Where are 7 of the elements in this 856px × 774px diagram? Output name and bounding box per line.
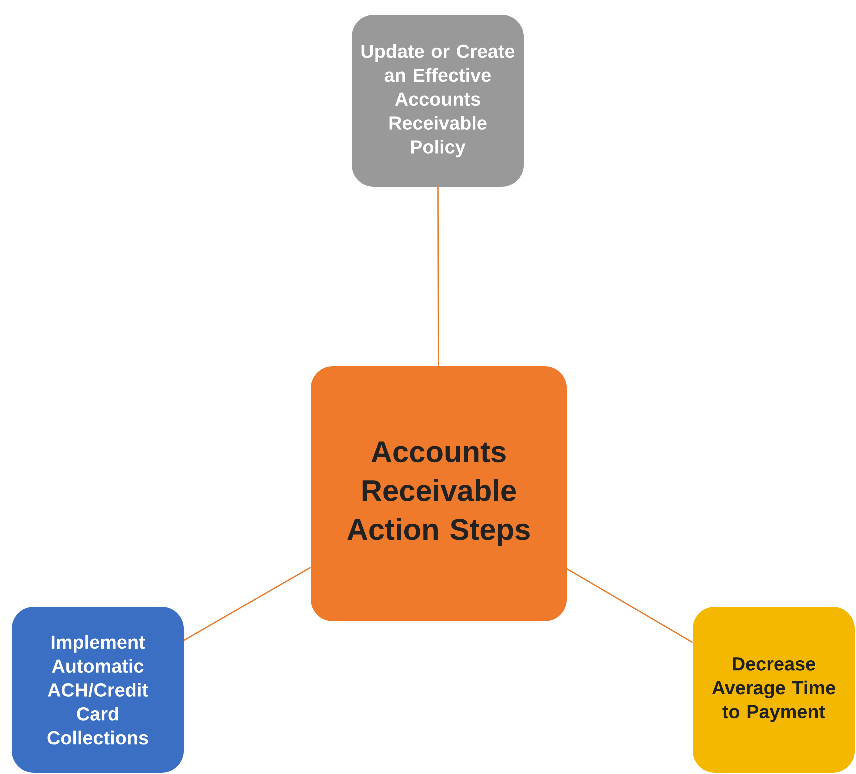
step-box: Implement Automatic ACH/Credit Card Collections <box>12 607 184 773</box>
connector-line <box>438 187 440 366</box>
step-box: Update or Create an Effective Accounts Receivable Policy <box>352 15 524 187</box>
connector-line <box>184 567 312 642</box>
connector-line <box>566 568 694 644</box>
step-box: Decrease Average Time to Payment <box>693 607 855 773</box>
step-box: Accounts Receivable Action Steps <box>311 366 567 622</box>
